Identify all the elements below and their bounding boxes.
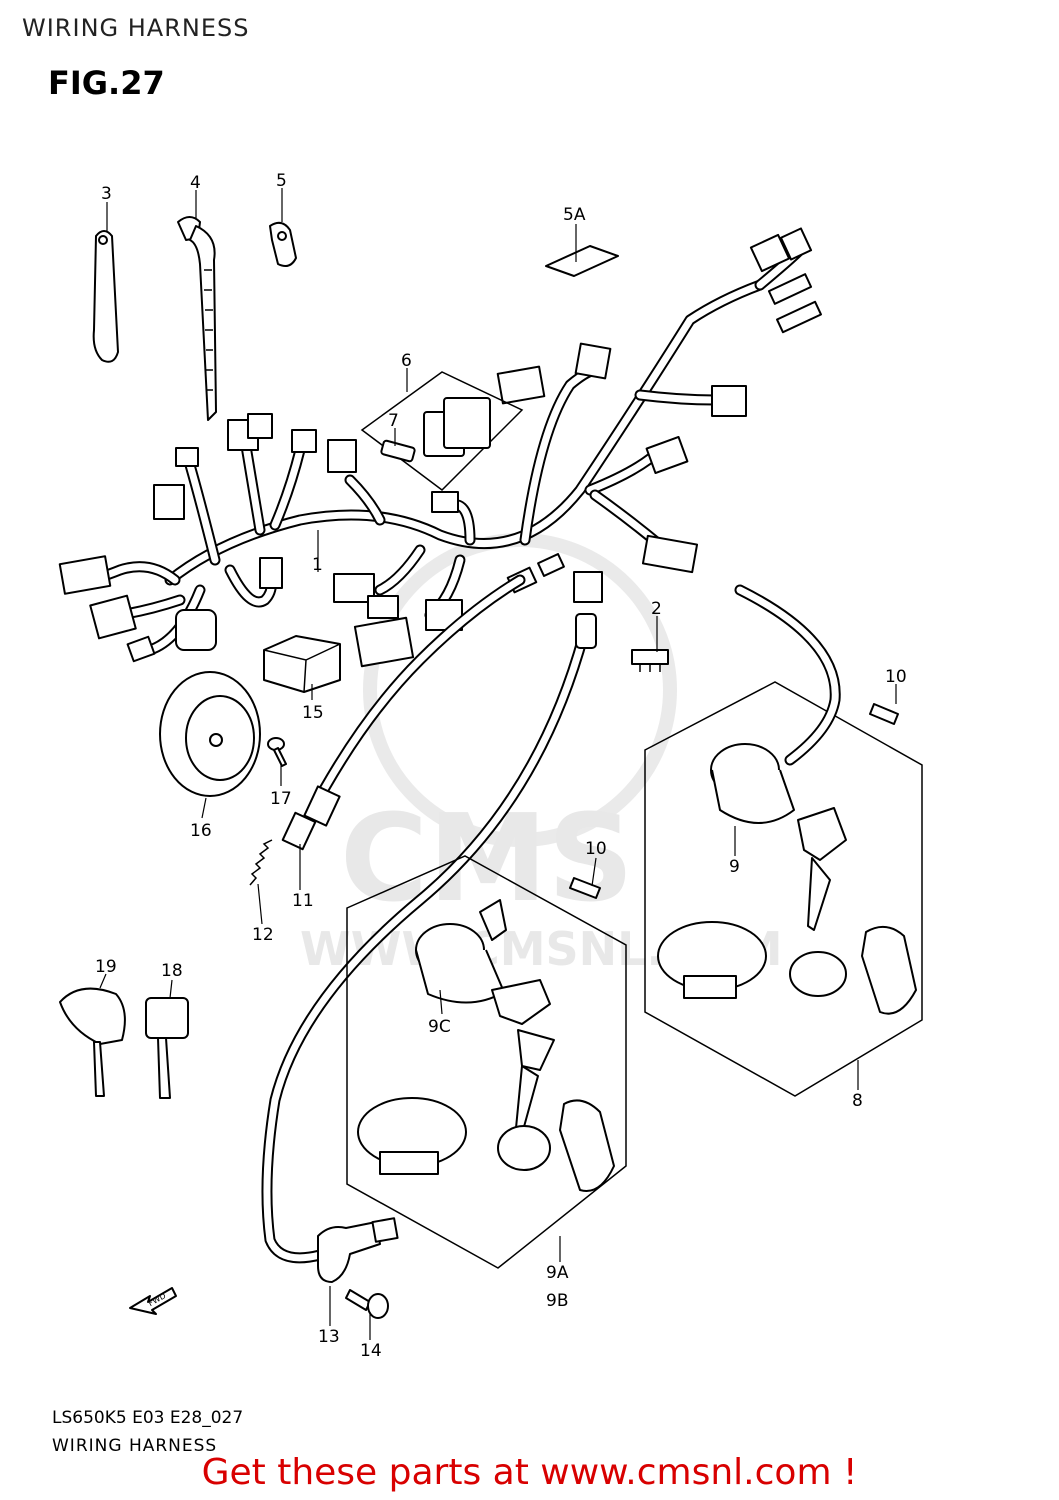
callout-11: 11 (292, 891, 314, 911)
part-14-bolt[interactable] (345, 1289, 389, 1319)
callout-10-lower: 10 (585, 839, 607, 859)
part-8-group-outline (644, 681, 923, 1097)
part-9c-ignition-switch[interactable] (415, 899, 555, 1135)
fwd-arrow-icon: FWD (129, 1287, 177, 1315)
callout-9c: 9C (428, 1017, 451, 1037)
part-8-fuel-cap-lock[interactable] (657, 921, 917, 1015)
callout-9: 9 (729, 857, 740, 877)
part-18-key[interactable] (145, 997, 189, 1099)
callout-7: 7 (388, 411, 399, 431)
footer-title: WIRING HARNESS (52, 1436, 218, 1456)
harness-connectors (58, 227, 822, 668)
part-9a-fuel-cap-lock[interactable] (357, 1097, 615, 1192)
callout-2: 2 (651, 599, 662, 619)
part-5a-label[interactable] (545, 245, 619, 277)
callout-9b: 9B (546, 1291, 568, 1311)
callout-18: 18 (161, 961, 183, 981)
callout-16: 16 (190, 821, 212, 841)
callout-4: 4 (190, 173, 201, 193)
callout-19: 19 (95, 957, 117, 977)
figure-number: FIG.27 (48, 64, 165, 102)
part-2-resistor[interactable] (631, 649, 669, 672)
callout-13: 13 (318, 1327, 340, 1347)
callout-15: 15 (302, 703, 324, 723)
part-13-switch[interactable] (261, 613, 597, 1283)
part-9-ignition-switch[interactable] (710, 584, 847, 931)
part-5-clamp[interactable] (269, 221, 297, 267)
callout-5a: 5A (563, 205, 586, 225)
callout-6: 6 (401, 351, 412, 371)
part-3-clamp[interactable] (92, 230, 119, 363)
part-16-horn[interactable] (159, 671, 261, 797)
part-11-brake-switch[interactable] (281, 574, 526, 851)
callout-17: 17 (270, 789, 292, 809)
part-6-relay-assembly[interactable] (360, 371, 524, 491)
callout-3: 3 (101, 184, 112, 204)
page-header: WIRING HARNESS (22, 14, 250, 42)
callout-labels: 3 4 5 5A 6 7 1 2 15 17 16 11 12 10 10 9 … (95, 171, 907, 1361)
diagram-code: LS650K5 E03 E28_027 (52, 1408, 244, 1428)
callout-10-upper: 10 (885, 667, 907, 687)
promo-link[interactable]: Get these parts at www.cmsnl.com ! (201, 1452, 858, 1493)
part-4-cable-tie[interactable] (177, 216, 217, 421)
callout-12: 12 (252, 925, 274, 945)
callout-8: 8 (852, 1091, 863, 1111)
part-12-spring[interactable] (249, 839, 273, 886)
callout-14: 14 (360, 1341, 382, 1361)
part-19-key[interactable] (59, 987, 126, 1097)
callout-1: 1 (312, 555, 323, 575)
part-7-fuse[interactable] (380, 439, 416, 463)
part-10-screw-b[interactable] (569, 877, 601, 899)
part-9a-group-outline (346, 855, 627, 1269)
callout-9a: 9A (546, 1263, 569, 1283)
watermark-brand: CMS (340, 790, 634, 929)
callout-5: 5 (276, 171, 287, 191)
part-17-bolt[interactable] (267, 737, 287, 767)
part-10-screw-a[interactable] (869, 703, 899, 725)
leader-lines (99, 188, 897, 1340)
part-15-relay[interactable] (263, 635, 341, 693)
